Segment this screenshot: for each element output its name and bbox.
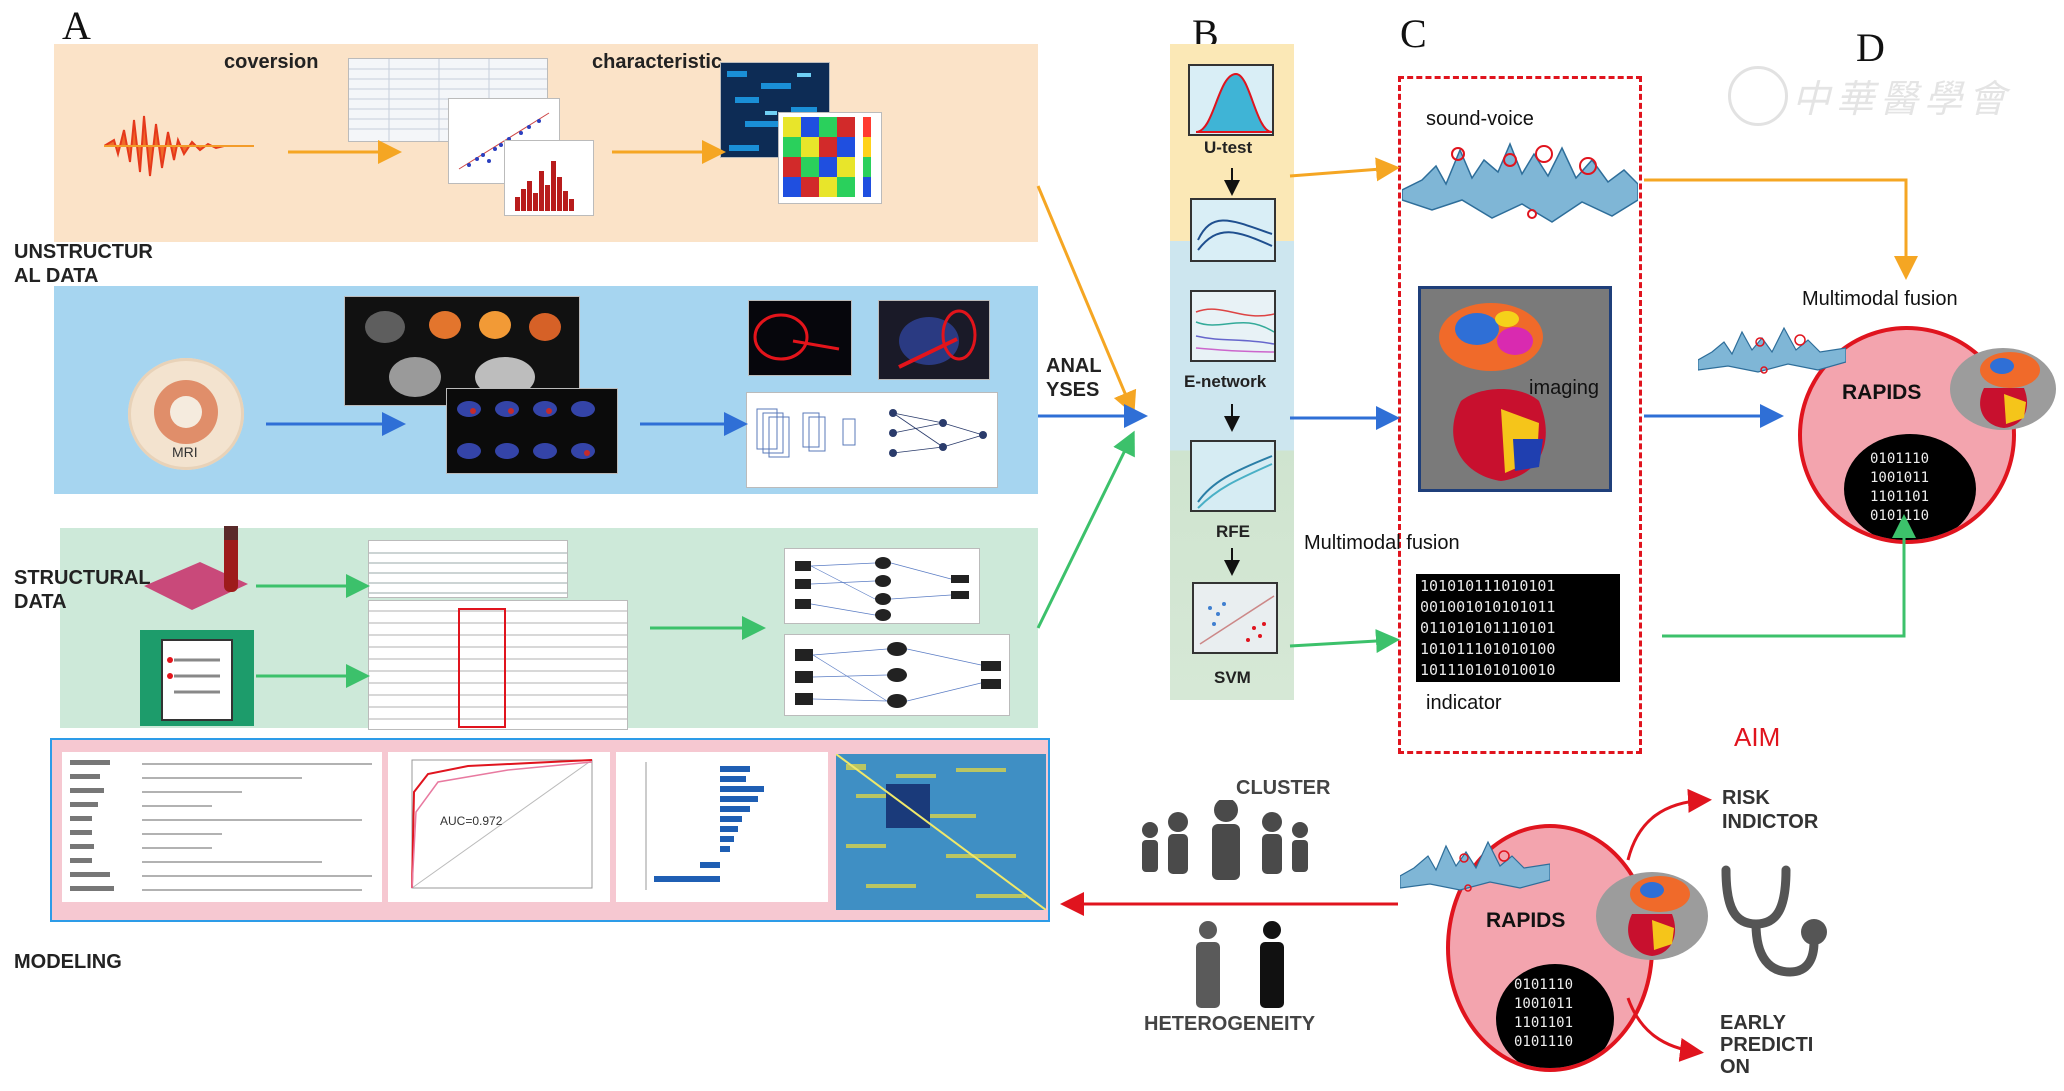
aim-binary-disc: 0101110 1001011 1101101 0101110 (1496, 964, 1614, 1068)
pipeline-step-u-test: U-test (1204, 138, 1253, 157)
stethoscope-icon (1716, 862, 1828, 982)
multimodal-fusion-label-d: Multimodal fusion (1802, 288, 1958, 310)
conversion-label: coversion (224, 51, 319, 73)
arrow-indicator-to-fusion (1662, 514, 1916, 638)
e-network-icon (1190, 290, 1276, 362)
mri-slices-thumbnail-1 (344, 296, 580, 406)
aim-organ-disc (1596, 872, 1708, 960)
arrow-pipeline-to-indicator (1289, 629, 1400, 654)
segmentation-thumbnail-2 (878, 300, 990, 380)
watermark-text: 中華醫學會 (1792, 77, 2013, 121)
early-prediction-label: EARLY PREDICTI ON (1720, 1012, 1814, 1078)
cluster-people-icon (1138, 800, 1314, 894)
rapids-label-aim: RAPIDS (1486, 909, 1566, 932)
cluster-label: CLUSTER (1236, 777, 1331, 799)
structural-data-label: STRUCTURAL DATA (14, 567, 151, 613)
indicator-binary-text: 101010111010101 001001010101011 01101010… (1420, 577, 1556, 679)
imaging-label: imaging (1529, 377, 1600, 399)
arrow-pipeline-to-sound (1289, 157, 1400, 182)
pipeline-step-e-network: E-network (1184, 372, 1267, 391)
rapids-wave-icon (1698, 322, 1846, 378)
characteristic-label: characteristic (592, 51, 723, 73)
mri-slices-thumbnail-2 (446, 388, 618, 474)
questionnaire-icon (140, 630, 254, 726)
rapids-binary-text: 0101110 1001011 1101101 0101110 (1870, 451, 1930, 524)
roc-auc-label: AUC=0.972 (440, 814, 503, 828)
sound-voice-surface-icon (1402, 130, 1638, 228)
aim-binary-text: 0101110 1001011 1101101 0101110 (1514, 977, 1574, 1050)
indicator-binary-block: 101010111010101 001001010101011 01101010… (1416, 574, 1620, 682)
neural-network-thumbnail-2 (784, 634, 1010, 716)
clinical-table-thumbnail-2 (368, 600, 628, 730)
clinical-table-thumbnail-1 (368, 540, 568, 598)
rapids-organ-disc (1950, 348, 2056, 430)
arrow-structural-to-analyses (1036, 430, 1135, 629)
arrow-aim-to-risk (1626, 788, 1712, 861)
panel-letter-d: D (1856, 25, 1885, 70)
panel-letter-a: A (62, 3, 91, 48)
nomogram-thumbnail (62, 752, 382, 902)
correlation-matrix-thumbnail (778, 112, 882, 204)
u-test-icon (1188, 64, 1274, 136)
multimodal-fusion-label-c: Multimodal fusion (1304, 532, 1460, 554)
sound-voice-label: sound-voice (1426, 108, 1534, 130)
heterogeneity-people-icon (1186, 920, 1296, 1010)
cnn-architecture-thumbnail (746, 392, 998, 488)
svm-icon (1192, 582, 1278, 654)
indicator-label: indicator (1426, 692, 1502, 714)
analyses-label: ANAL YSES (1046, 355, 1102, 401)
pipeline-step-rfe: RFE (1216, 522, 1250, 541)
rapids-binary-disc: 0101110 1001011 1101101 0101110 (1844, 434, 1976, 540)
segmentation-thumbnail-1 (748, 300, 852, 376)
heatmap-matrix-thumbnail (836, 754, 1046, 910)
rfe-icon (1190, 440, 1276, 512)
feature-importance-thumbnail (616, 752, 828, 902)
histogram-thumbnail (504, 140, 594, 216)
pipeline-step-svm: SVM (1214, 668, 1251, 687)
sound-waveform-thumbnail (104, 110, 254, 182)
arrow-sound-to-fusion (1644, 178, 1918, 280)
modeling-label: MODELING (14, 951, 122, 973)
roc-curve-thumbnail: AUC=0.972 (388, 752, 610, 902)
blood-sample-icon (140, 526, 256, 616)
watermark-seal-icon (1728, 66, 1788, 126)
aim-wave-icon (1400, 836, 1550, 896)
neural-network-thumbnail-1 (784, 548, 980, 624)
heterogeneity-label: HETEROGENEITY (1144, 1013, 1316, 1035)
rapids-label-top: RAPIDS (1842, 381, 1922, 404)
aim-title: AIM (1734, 722, 1781, 752)
imaging-box: imaging (1418, 286, 1612, 492)
risk-indictor-label: RISK INDICTOR (1722, 787, 1819, 833)
pipeline-step-2-icon (1190, 198, 1276, 262)
mri-scanner-icon: MRI (128, 358, 244, 470)
unstructured-data-label: UNSTRUCTUR AL DATA (14, 241, 153, 287)
mri-label: MRI (172, 444, 198, 460)
panel-letter-c: C (1400, 11, 1427, 56)
